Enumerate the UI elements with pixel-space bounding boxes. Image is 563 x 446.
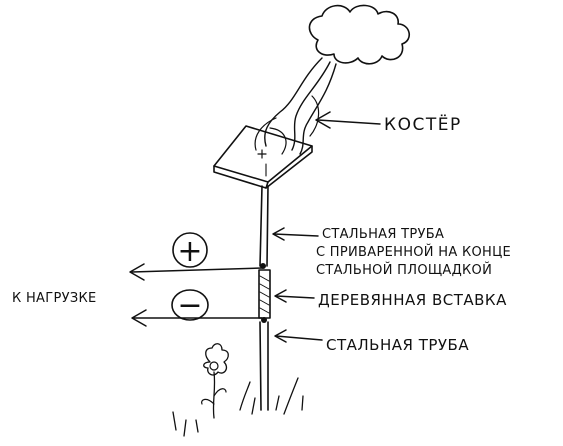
smoke-cloud [308, 4, 410, 65]
upper-pipe-label-line3: СТАЛЬНОЙ ПЛОЩАДКОЙ [316, 262, 492, 278]
plus-sign: + [177, 234, 202, 269]
insert-pointer-arrow [274, 289, 315, 303]
steel-pipe-lower [259, 317, 269, 411]
lower-pipe-pointer-arrow [274, 329, 323, 343]
fire-pointer-arrow [315, 111, 381, 129]
lower-pipe-label: СТАЛЬНАЯ ТРУБА [326, 336, 469, 354]
plus-terminal-icon: + [172, 232, 208, 269]
flower-icon [201, 343, 229, 419]
minus-sign: − [177, 288, 202, 323]
to-load-label: К НАГРУЗКЕ [12, 291, 97, 306]
wooden-insert [258, 269, 271, 319]
wooden-insert-label: ДЕРЕВЯННАЯ ВСТАВКА [318, 291, 507, 309]
minus-terminal-icon: − [171, 288, 209, 323]
flame-icon [254, 57, 337, 155]
steel-platform [213, 125, 313, 189]
upper-pipe-label-line2: С ПРИВАРЕННОЙ НА КОНЦЕ [316, 244, 511, 260]
fire-label: КОСТЁР [384, 114, 462, 135]
plus-wire-arrow [129, 263, 263, 281]
upper-pipe-label-line1: СТАЛЬНАЯ ТРУБА [322, 227, 444, 242]
grass-marks [172, 377, 304, 437]
upper-pipe-pointer-arrow [272, 227, 319, 241]
steel-pipe-upper [259, 185, 269, 269]
